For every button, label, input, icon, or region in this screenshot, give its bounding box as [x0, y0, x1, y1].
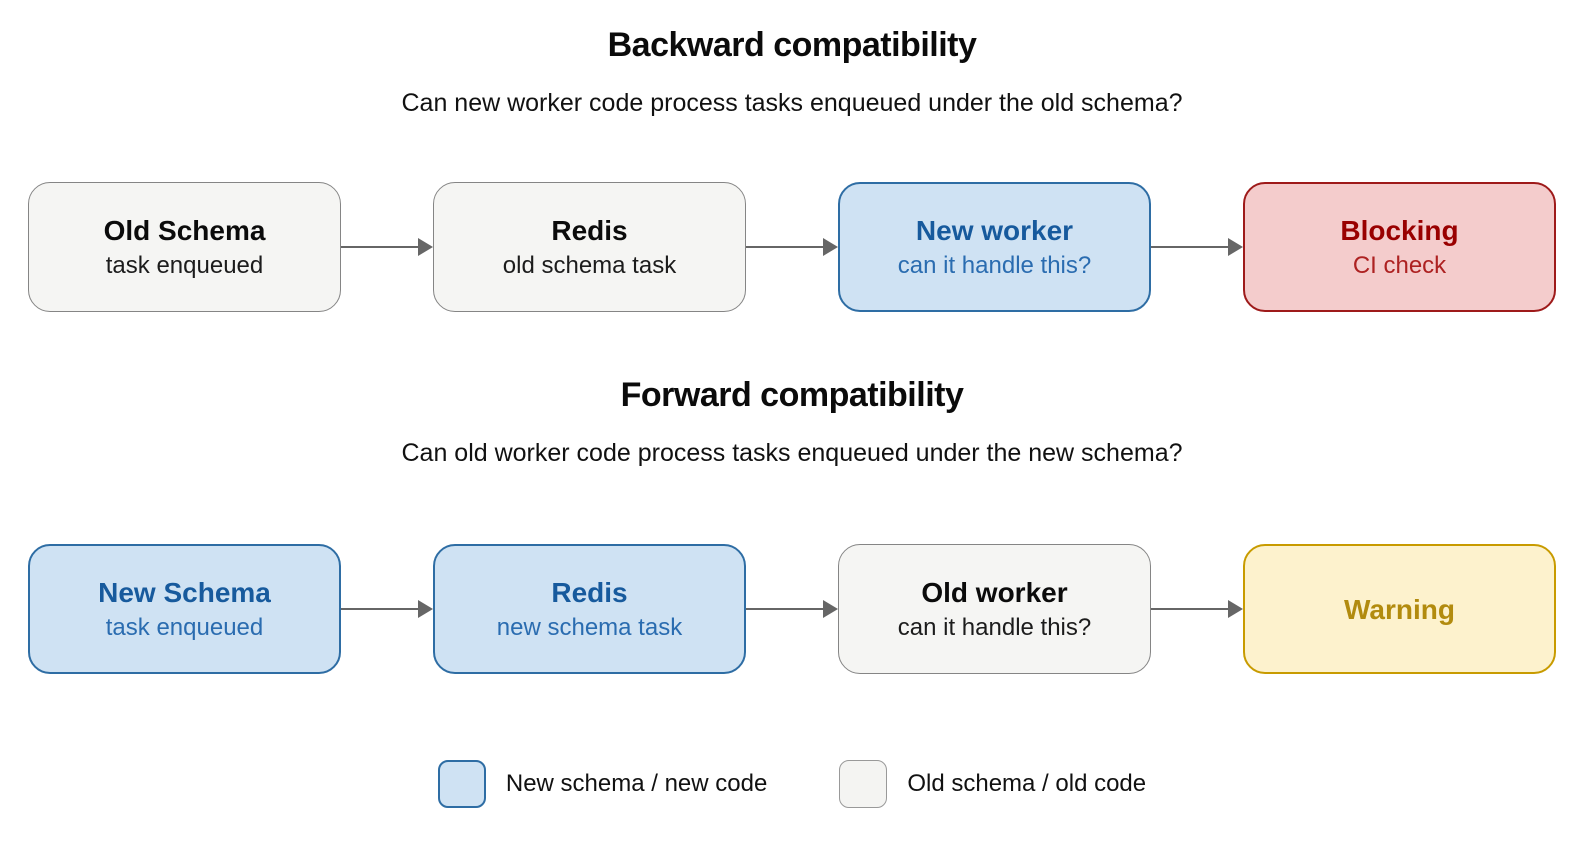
old-schema-swatch-icon — [839, 760, 888, 808]
backward-section-title: Backward compatibility — [607, 26, 977, 64]
node-title: New Schema — [98, 576, 271, 608]
node-title: Redis — [551, 576, 628, 608]
backward-flow-row: Old Schema task enqueued Redis old schem… — [0, 182, 1584, 312]
node-title: Warning — [1344, 593, 1455, 625]
node-title: Old Schema — [103, 214, 266, 246]
legend-label: Old schema / old code — [907, 770, 1147, 797]
new-schema-swatch-icon — [437, 760, 486, 808]
arrow-right-icon — [1151, 599, 1243, 619]
backward-section-subtitle: Can new worker code process tasks enqueu… — [401, 89, 1183, 117]
node-blocking: Blocking CI check — [1243, 182, 1556, 312]
arrow-right-icon — [341, 237, 433, 257]
node-redis-old: Redis old schema task — [433, 182, 746, 312]
node-subtitle: can it handle this? — [897, 613, 1092, 641]
node-old-worker: Old worker can it handle this? — [838, 544, 1151, 674]
node-redis-new: Redis new schema task — [433, 544, 746, 674]
legend-item-new: New schema / new code — [437, 760, 768, 808]
legend-label: New schema / new code — [505, 770, 768, 797]
node-subtitle: can it handle this? — [897, 251, 1092, 279]
node-title: Old worker — [921, 576, 1068, 608]
node-warning: Warning — [1243, 544, 1556, 674]
arrow-right-icon — [746, 237, 838, 257]
forward-section-subtitle: Can old worker code process tasks enqueu… — [401, 439, 1183, 467]
node-subtitle: task enqueued — [105, 613, 264, 641]
node-title: Blocking — [1340, 214, 1459, 246]
node-subtitle: task enqueued — [105, 251, 264, 279]
forward-section-title: Forward compatibility — [620, 376, 964, 414]
node-new-schema: New Schema task enqueued — [28, 544, 341, 674]
arrow-right-icon — [746, 599, 838, 619]
node-subtitle: old schema task — [502, 251, 677, 279]
node-title: New worker — [915, 214, 1074, 246]
node-subtitle: new schema task — [496, 613, 683, 641]
arrow-right-icon — [1151, 237, 1243, 257]
legend-item-old: Old schema / old code — [839, 760, 1146, 808]
forward-flow-row: New Schema task enqueued Redis new schem… — [0, 544, 1584, 674]
legend: New schema / new code Old schema / old c… — [0, 760, 1584, 808]
node-title: Redis — [551, 214, 628, 246]
arrow-right-icon — [341, 599, 433, 619]
node-old-schema: Old Schema task enqueued — [28, 182, 341, 312]
node-new-worker: New worker can it handle this? — [838, 182, 1151, 312]
node-subtitle: CI check — [1352, 251, 1447, 279]
